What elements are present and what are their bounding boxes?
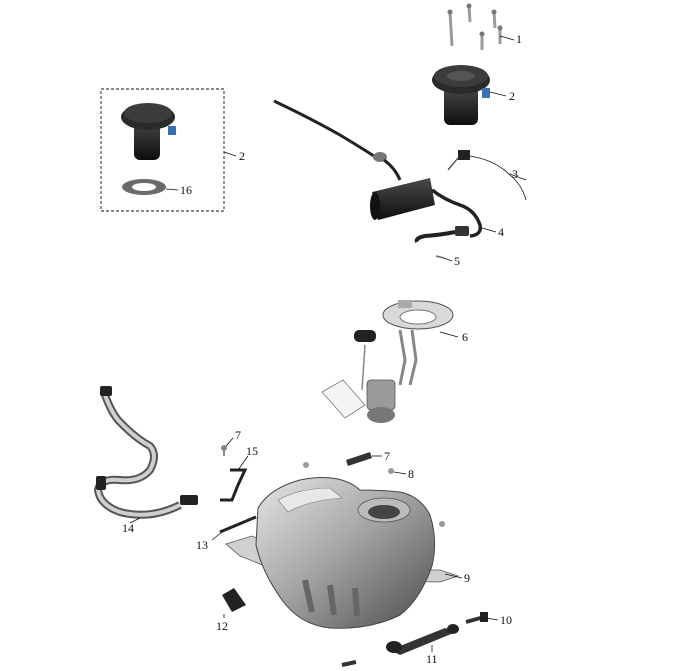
gasket-part-16	[122, 179, 166, 195]
callout-10: 10	[500, 613, 512, 627]
fuel-cap-alternate-part-2	[121, 103, 176, 160]
callout-15: 15	[246, 444, 258, 458]
strap-part-11	[341, 624, 459, 667]
pipe-part-14	[93, 386, 198, 519]
callout-1: 1	[516, 32, 522, 46]
sensor-wire-part-3	[447, 150, 527, 201]
rod-part-13	[219, 515, 257, 534]
fuel-tank-part-9	[225, 477, 460, 629]
clip-part-5	[435, 255, 445, 259]
callout-14: 14	[122, 521, 134, 535]
screw-part-8	[303, 462, 445, 527]
callout-3: 3	[512, 167, 518, 181]
screws-part-1	[447, 3, 503, 50]
fuel-pump-part-6	[321, 300, 454, 423]
leader-lines	[129, 35, 527, 652]
callout-6: 6	[462, 330, 468, 344]
callout-4: 4	[498, 225, 504, 239]
screw-part-7-left	[221, 445, 227, 456]
pad-part-7	[346, 452, 372, 466]
bolt-part-10	[465, 612, 488, 624]
alternate-cap-box	[100, 88, 225, 212]
callout-5: 5	[454, 254, 460, 268]
callout-2-right: 2	[509, 89, 515, 103]
callout-8: 8	[408, 467, 414, 481]
callout-labels: 1 2 2 3 4 5 6 7 7 8 9 10 11 12 13 14 15 …	[122, 32, 522, 666]
fuel-cap-part-2	[432, 65, 490, 125]
callout-12: 12	[216, 619, 228, 633]
callout-7-left: 7	[235, 428, 241, 442]
bracket-part-15	[220, 468, 248, 502]
callout-2-box: 2	[239, 149, 245, 163]
callout-9: 9	[464, 571, 470, 585]
canister-hose-part-4	[273, 99, 483, 243]
callout-16: 16	[180, 183, 192, 197]
callout-11: 11	[426, 652, 438, 666]
callout-7-pad: 7	[384, 449, 390, 463]
pad-part-12	[222, 588, 246, 612]
callout-13: 13	[196, 538, 208, 552]
